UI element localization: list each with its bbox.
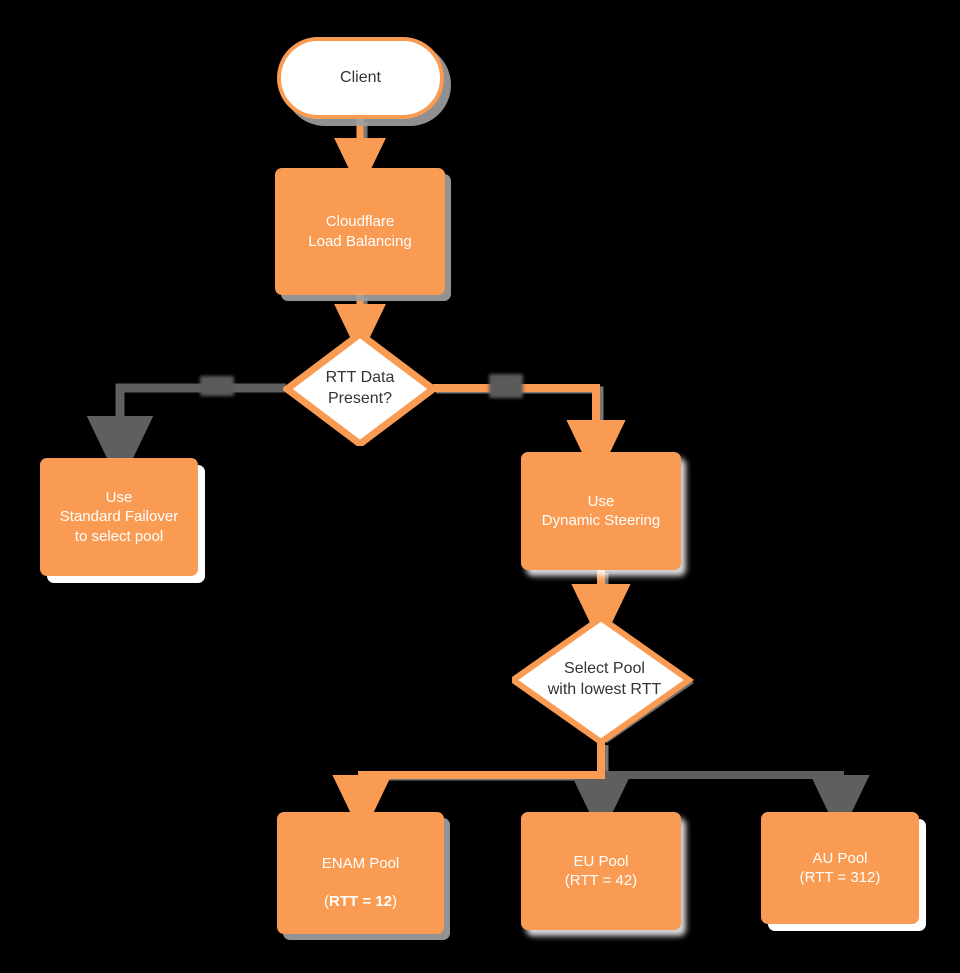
node-enam-pool-rtt: RTT = 12 bbox=[329, 893, 392, 911]
edge-select-pool-to-enam bbox=[332, 742, 605, 837]
edge-rtt-to-standard-failover bbox=[86, 383, 286, 486]
node-au-pool-label: AU Pool (RTT = 312) bbox=[799, 849, 881, 886]
node-select-pool[interactable]: Select Pool with lowest RTT bbox=[512, 615, 697, 745]
edge-label-no bbox=[200, 376, 234, 396]
edge-label-yes bbox=[489, 374, 523, 398]
node-client-label: Client bbox=[340, 68, 381, 86]
node-standard-failover[interactable]: Use Standard Failover to select pool bbox=[40, 458, 198, 576]
select-pool-diamond-shape bbox=[512, 615, 695, 745]
rtt-diamond-shape bbox=[283, 331, 437, 446]
node-dynamic-steering-label: Use Dynamic Steering bbox=[541, 492, 661, 529]
node-enam-pool-paren-close: ) bbox=[391, 893, 397, 911]
node-eu-pool[interactable]: EU Pool (RTT = 42) bbox=[521, 812, 681, 930]
node-au-pool[interactable]: AU Pool (RTT = 312) bbox=[761, 812, 919, 924]
node-standard-failover-label: Use Standard Failover to select pool bbox=[59, 489, 179, 545]
node-cloudflare-load-balancing[interactable]: Cloudflare Load Balancing bbox=[275, 168, 445, 295]
node-enam-pool-label: ENAM Pool (RTT = 12) bbox=[322, 835, 400, 912]
node-eu-pool-label: EU Pool (RTT = 42) bbox=[564, 852, 638, 889]
edge-rtt-to-dynamic-steering bbox=[433, 384, 626, 482]
node-rtt-data-present[interactable]: RTT Data Present? bbox=[283, 331, 437, 446]
node-enam-pool-paren-open: ( bbox=[324, 893, 330, 911]
edge-select-pool-to-au bbox=[601, 771, 870, 837]
node-enam-pool[interactable]: ENAM Pool (RTT = 12) bbox=[277, 812, 444, 934]
node-client[interactable]: Client bbox=[277, 37, 444, 119]
node-dynamic-steering[interactable]: Use Dynamic Steering bbox=[521, 452, 681, 570]
node-cloudflare-load-balancing-label: Cloudflare Load Balancing bbox=[308, 213, 412, 250]
node-enam-pool-name: ENAM Pool bbox=[321, 854, 400, 872]
